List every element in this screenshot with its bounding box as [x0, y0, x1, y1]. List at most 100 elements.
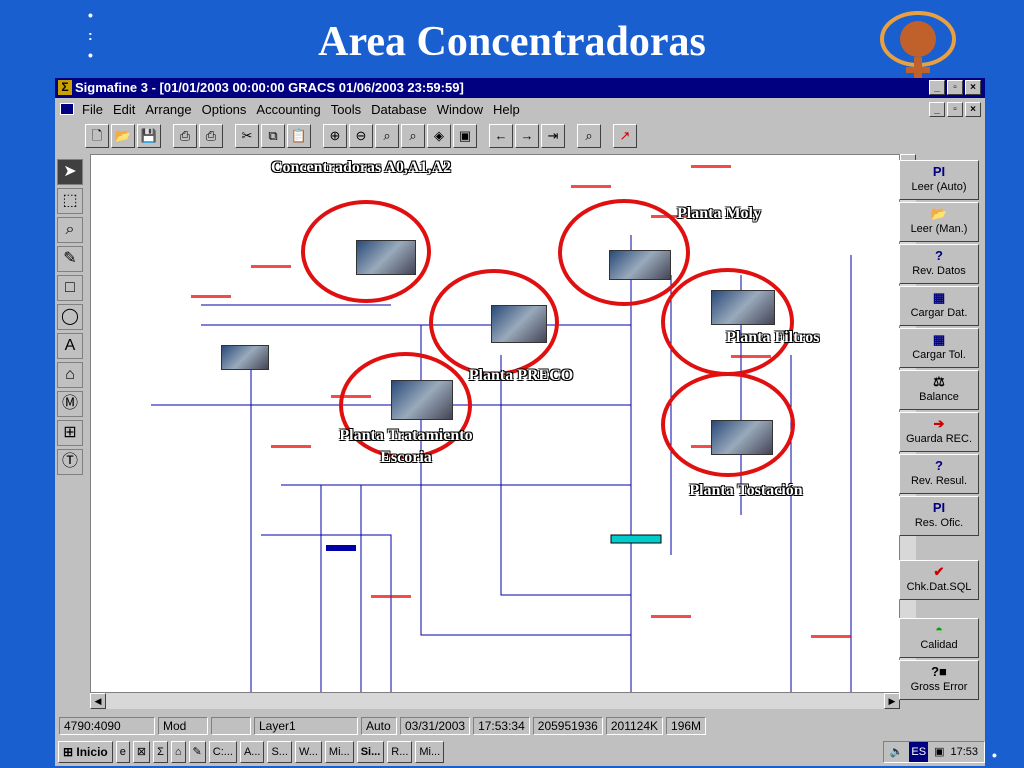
cargar-dat-button[interactable]: ▦Cargar Dat. [899, 286, 979, 326]
menu-accounting[interactable]: Accounting [256, 102, 321, 117]
house-icon[interactable]: ⌂ [57, 362, 83, 388]
child-restore-button[interactable]: ▫ [947, 102, 963, 117]
open-icon[interactable]: 📂 [111, 124, 135, 148]
forward-icon[interactable]: → [515, 124, 539, 148]
menu-file[interactable]: File [82, 102, 103, 117]
new-icon[interactable]: 🗋 [85, 124, 109, 148]
taskbar-item[interactable]: Mi... [415, 741, 445, 763]
volume-icon[interactable]: 🔈 [889, 746, 904, 758]
error-icon: ?■ [931, 664, 947, 679]
calidad-button[interactable]: ◓Calidad [899, 618, 979, 658]
text-icon[interactable]: A [57, 333, 83, 359]
zoom-tool-icon[interactable]: ⌕ [57, 217, 83, 243]
goto-icon[interactable]: ⇥ [541, 124, 565, 148]
language-indicator[interactable]: ES [909, 742, 929, 762]
menu-database[interactable]: Database [371, 102, 427, 117]
scroll-left-icon[interactable]: ◀ [90, 693, 106, 709]
network-icon[interactable]: ▣ [934, 746, 945, 758]
sigma-quick-icon[interactable]: Σ [153, 741, 168, 763]
child-minimize-button[interactable]: _ [929, 102, 945, 117]
taskbar: ⊞ Inicio e ⊠ Σ ⌂ ✎ C:... A... S... W... … [55, 738, 985, 766]
pencil-icon[interactable]: ✎ [57, 246, 83, 272]
ellipse-icon[interactable]: ◯ [57, 304, 83, 330]
menu-arrange[interactable]: Arrange [145, 102, 192, 117]
back-icon[interactable]: ← [489, 124, 513, 148]
close-button[interactable]: × [965, 80, 981, 95]
taskbar-item[interactable]: S... [267, 741, 292, 763]
window-titlebar: Σ Sigmafine 3 - [01/01/2003 00:00:00 GRA… [55, 78, 985, 98]
zoom-icon[interactable]: ⌕ [375, 124, 399, 148]
taskbar-item-active[interactable]: Si... [356, 741, 385, 763]
menu-window[interactable]: Window [436, 102, 484, 117]
logo-icon [880, 11, 956, 79]
gross-error-button[interactable]: ?■Gross Error [899, 660, 979, 700]
menu-edit[interactable]: Edit [112, 102, 136, 117]
child-close-button[interactable]: × [965, 102, 981, 117]
tool-icon[interactable]: ⌂ [170, 741, 186, 763]
copy-icon[interactable]: ⧉ [261, 124, 285, 148]
pointer-icon[interactable]: ➤ [57, 159, 83, 185]
zoom-out-icon[interactable]: ⊖ [349, 124, 373, 148]
taskbar-item[interactable]: A... [239, 741, 265, 763]
scroll-right-icon[interactable]: ▶ [884, 693, 900, 709]
search-icon[interactable]: ⌕ [577, 124, 601, 148]
grid-icon: ▦ [932, 332, 946, 347]
status-count: 205951936 [532, 717, 603, 735]
rev-resul-button[interactable]: ?Rev. Resul. [899, 454, 979, 494]
status-layer: Layer1 [254, 717, 358, 735]
measure-icon[interactable]: Ⓜ [57, 391, 83, 417]
menu-help[interactable]: Help [493, 102, 520, 117]
print-icon[interactable]: ⎙ [173, 124, 197, 148]
tank-icon[interactable]: ⊞ [57, 420, 83, 446]
guarda-rec-button[interactable]: ➔Guarda REC. [899, 412, 979, 452]
document-icon[interactable] [60, 103, 74, 115]
highlight-ring [661, 372, 795, 477]
highlight-ring [558, 199, 690, 306]
taskbar-item[interactable]: W... [294, 741, 322, 763]
restore-button[interactable]: ▫ [947, 80, 963, 95]
status-time: 17:53:34 [473, 717, 530, 735]
preview-icon[interactable]: ▣ [453, 124, 477, 148]
print-preview-icon[interactable]: ⎙ [199, 124, 223, 148]
leer-man-button[interactable]: 📂Leer (Man.) [899, 202, 979, 242]
taskbar-item[interactable]: Mi... [324, 741, 354, 763]
rev-datos-button[interactable]: ?Rev. Datos [899, 244, 979, 284]
cargar-tol-button[interactable]: ▦Cargar Tol. [899, 328, 979, 368]
menu-tools[interactable]: Tools [330, 102, 362, 117]
cut-icon[interactable]: ✂ [235, 124, 259, 148]
edit-icon[interactable]: ✎ [188, 741, 206, 763]
layers-icon[interactable]: ◈ [427, 124, 451, 148]
start-button[interactable]: ⊞ Inicio [58, 741, 113, 763]
plant-thumbnail[interactable] [221, 345, 269, 370]
menu-options[interactable]: Options [201, 102, 247, 117]
check-icon: ✔ [933, 564, 945, 579]
chk-dat-sql-button[interactable]: ✔Chk.Dat.SQL [899, 560, 979, 600]
minimize-button[interactable]: _ [929, 80, 945, 95]
clock[interactable]: 17:53 [950, 746, 978, 758]
status-blank [211, 717, 251, 735]
chart-icon[interactable]: ↗ [613, 124, 637, 148]
gauge-icon: ◓ [935, 622, 943, 637]
slide-title: Area Concentradoras [318, 19, 706, 65]
taskbar-item[interactable]: R... [387, 741, 413, 763]
zoom-fit-icon[interactable]: ⌕ [401, 124, 425, 148]
plant-label-tratamiento-escoria: Planta Tratamiento Escoria [339, 427, 473, 466]
zoom-in-icon[interactable]: ⊕ [323, 124, 347, 148]
paste-icon[interactable]: 📋 [287, 124, 311, 148]
balance-button[interactable]: ⚖Balance [899, 370, 979, 410]
flow-diagram-canvas[interactable]: Concentradoras A0,A1,A2 Planta Moly Plan… [90, 154, 900, 693]
ie-icon[interactable]: e [115, 741, 130, 763]
flow-lines [151, 165, 852, 692]
tr-icon[interactable]: Ⓣ [57, 449, 83, 475]
taskbar-item[interactable]: C:... [208, 741, 237, 763]
status-date: 03/31/2003 [400, 717, 471, 735]
status-auto: Auto [361, 717, 397, 735]
select-rect-icon[interactable]: ⬚ [57, 188, 83, 214]
excel-icon[interactable]: ⊠ [132, 741, 151, 763]
horizontal-scrollbar[interactable]: ◀ ▶ [90, 693, 900, 709]
save-icon[interactable]: 💾 [137, 124, 161, 148]
rectangle-icon[interactable]: □ [57, 275, 83, 301]
status-disk: 196M [666, 717, 707, 735]
